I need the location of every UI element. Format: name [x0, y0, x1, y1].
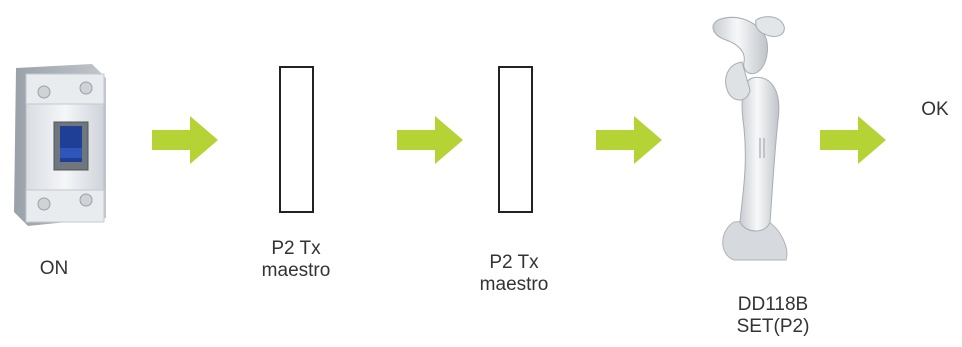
transmitter-box-icon: [498, 66, 533, 213]
circuit-breaker-icon: [2, 58, 112, 228]
step-label-dd118b: DD118B SET(P2): [718, 294, 828, 338]
step-label-line1: DD118B: [737, 294, 809, 315]
result-label-ok: OK: [912, 99, 958, 121]
step-label-on: ON: [14, 258, 94, 280]
arrow-right-icon: [397, 114, 465, 166]
arrow-right-icon: [152, 114, 220, 166]
step-label-line1: P2 Tx: [489, 252, 539, 273]
step-label-line2: maestro: [261, 260, 331, 281]
step-label-p2-tx-1: P2 Tx maestro: [241, 238, 351, 282]
arrow-right-icon: [596, 114, 664, 166]
step-label-line1: ON: [39, 258, 69, 279]
step-label-line2: maestro: [479, 274, 549, 295]
step-label-line1: P2 Tx: [271, 238, 321, 259]
step-label-line2: SET(P2): [736, 316, 810, 337]
dd118b-device-icon: [690, 8, 810, 270]
result-label-text: OK: [921, 99, 949, 120]
step-label-p2-tx-2: P2 Tx maestro: [459, 252, 569, 296]
arrow-right-icon: [820, 114, 888, 166]
transmitter-box-icon: [279, 66, 314, 213]
